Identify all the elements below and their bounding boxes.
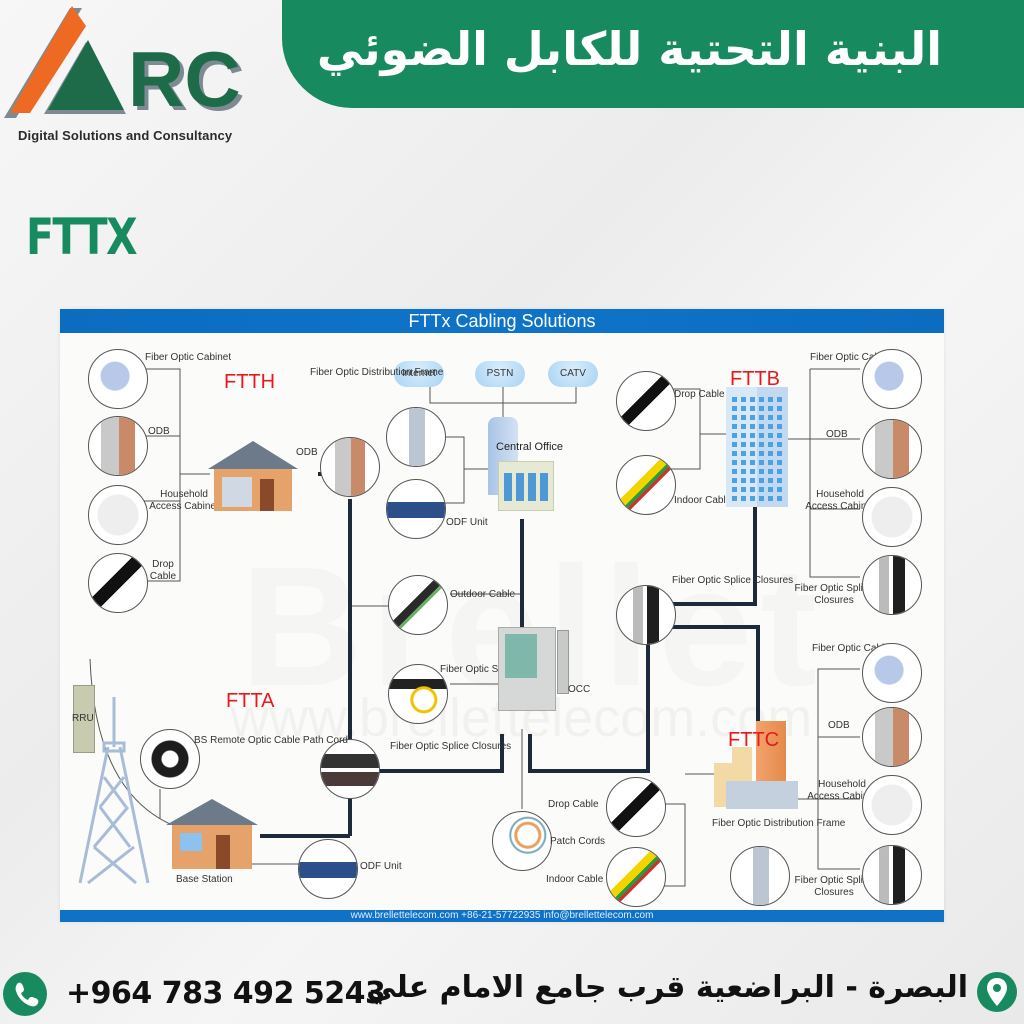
cell-tower-icon — [78, 697, 150, 885]
zone-fttc: FTTC — [728, 729, 780, 751]
label-fttb-cabinet: Fiber Optic Cabinet — [810, 352, 897, 363]
label-ftth-access-cabinet: Household Access Cabinet — [149, 489, 219, 512]
label-fttc-drop-cable: Drop Cable — [548, 799, 599, 810]
label-fttb-splice: Fiber Optic Splice Closures — [794, 583, 874, 606]
phone-icon — [3, 972, 47, 1016]
node-center-odb — [320, 437, 380, 497]
cloud-pstn: PSTN — [475, 361, 525, 387]
central-office-label: Central Office — [496, 441, 564, 453]
label-odf-unit: ODF Unit — [446, 517, 488, 528]
fttc-buildings-icon — [712, 721, 802, 811]
address-text: البصرة - البراضعية قرب جامع الامام علي — [366, 970, 968, 1005]
label-base-station: Base Station — [176, 874, 233, 885]
central-office-icon: Central Office — [486, 417, 563, 517]
zone-fttb: FTTB — [730, 368, 780, 390]
label-ftth-odb: ODB — [148, 426, 170, 437]
label-rru: RRU — [72, 713, 94, 724]
node-ftta-odf-unit — [298, 839, 358, 899]
node-fttb-splice — [862, 555, 922, 615]
label-ftth-drop-cable: Drop Cable — [149, 559, 177, 582]
fttx-diagram: Brellet www.brellettelecom.com — [60, 309, 944, 922]
cloud-internet: Internet — [394, 361, 444, 387]
label-fttb-indoor-cable: Indoor Cable — [674, 495, 732, 506]
node-ftth-access-cabinet — [88, 485, 148, 545]
ftth-house-icon — [208, 441, 298, 511]
logo-mark-icon: RC RC — [4, 6, 245, 127]
section-heading: FTTX — [26, 208, 138, 266]
node-fttc-odf-frame — [730, 846, 790, 906]
label-fttc-odf-frame: Fiber Optic Distribution Frame — [712, 818, 846, 829]
label-fttc-splice: Fiber Optic Splice Closures — [794, 875, 874, 898]
logo-tagline: Digital Solutions and Consultancy — [18, 128, 233, 143]
node-fttc-indoor-cable — [606, 847, 666, 907]
occ-cabinet-icon — [498, 627, 569, 711]
node-outdoor-cable — [388, 575, 448, 635]
label-fttc-indoor-cable: Indoor Cable — [546, 874, 604, 885]
node-fttb-odb — [862, 419, 922, 479]
label-bs-cord: BS Remote Optic Cable Path Cord — [194, 735, 348, 746]
node-odf-frame — [386, 407, 446, 467]
banner-title: البنية التحتية للكابل الضوئي — [316, 22, 942, 76]
label-ftth-cabinet: Fiber Optic Cabinet — [145, 352, 232, 363]
zone-ftth: FTTH — [224, 371, 276, 393]
svg-text:RC: RC — [132, 39, 245, 127]
diagram-title: FTTx Cabling Solutions — [60, 309, 944, 333]
node-splice-left — [320, 739, 380, 799]
svg-text:RC: RC — [128, 35, 241, 123]
label-fttc-access-cabinet: Household Access Cabinet — [807, 779, 877, 802]
node-fttc-cabinet — [862, 643, 922, 703]
label-center-odb: ODB — [296, 447, 318, 458]
header-banner: البنية التحتية للكابل الضوئي — [282, 0, 1024, 108]
label-patch-cords: Patch Cords — [550, 836, 606, 847]
location-pin-icon — [976, 970, 1018, 1014]
node-patch-cords — [492, 811, 552, 871]
node-fttc-splice — [862, 845, 922, 905]
company-logo: RC RC Digital Solutions and Consultancy — [0, 0, 280, 160]
node-fttc-access-cabinet — [862, 775, 922, 835]
cloud-catv: CATV — [548, 361, 598, 387]
label-odf-frame: Fiber Optic Distribution Frame — [310, 367, 444, 378]
node-odf-unit — [386, 479, 446, 539]
node-fttb-cabinet — [862, 349, 922, 409]
node-fttc-drop-cable — [606, 777, 666, 837]
phone-number[interactable]: +964 783 492 5243 — [66, 976, 386, 1011]
label-splice-right: Fiber Optic Splice Closures — [672, 575, 794, 586]
node-ftth-drop-cable — [88, 553, 148, 613]
node-fttb-access-cabinet — [862, 487, 922, 547]
node-splitter — [388, 664, 448, 724]
label-occ: OCC — [568, 684, 591, 695]
rru-antenna-icon — [73, 685, 95, 753]
label-fttb-drop-cable: Drop Cable — [674, 389, 725, 400]
label-splice-left: Fiber Optic Splice Closures — [390, 741, 512, 752]
zone-ftta: FTTA — [226, 690, 275, 712]
fttb-building-icon — [726, 387, 788, 507]
node-splice-right — [616, 585, 676, 645]
node-ftth-odb — [88, 416, 148, 476]
label-ftta-odf-unit: ODF Unit — [360, 861, 402, 872]
base-station-house-icon — [166, 799, 258, 869]
node-bs-cord — [140, 729, 200, 789]
label-fttc-odb: ODB — [828, 720, 850, 731]
node-fttb-indoor-cable — [616, 455, 676, 515]
label-fttb-access-cabinet: Household Access Cabinet — [805, 489, 875, 512]
label-fttb-odb: ODB — [826, 429, 848, 440]
diagram-footer: www.brellettelecom.com +86-21-57722935 i… — [60, 910, 944, 922]
node-fttc-odb — [862, 707, 922, 767]
label-splitter: Fiber Optic Splitter — [440, 664, 523, 675]
node-fttb-drop-cable — [616, 371, 676, 431]
node-ftth-cabinet — [88, 349, 148, 409]
label-outdoor-cable: Outdoor Cable — [450, 589, 516, 600]
label-fttc-cabinet: Fiber Optic Cabinet — [812, 643, 899, 654]
